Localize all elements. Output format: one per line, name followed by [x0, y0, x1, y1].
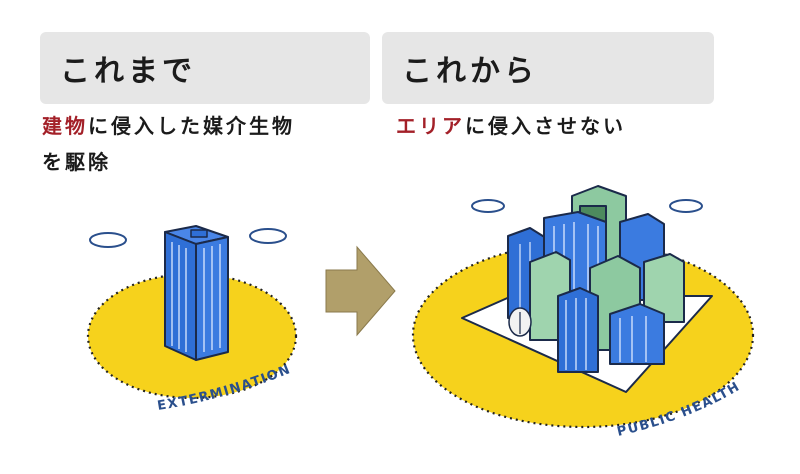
left-desc-highlight: 建物 [42, 114, 88, 138]
cloud-icon [471, 199, 505, 213]
cloud-icon [89, 232, 127, 248]
left-desc-rest: に侵入した媒介生物 [88, 114, 295, 138]
arrow-right-icon [325, 245, 396, 337]
right-description: エリアに侵入させない [396, 108, 626, 144]
cloud-icon [669, 199, 703, 213]
left-header: これまで [40, 32, 370, 104]
left-desc-line1: 建物に侵入した媒介生物 [42, 108, 295, 144]
tree-icon [508, 307, 532, 337]
cloud-icon [249, 228, 287, 244]
building-icon [164, 225, 229, 361]
left-title: これまで [60, 54, 196, 89]
right-header: これから [382, 32, 714, 104]
city-icon [461, 185, 713, 393]
right-desc-highlight: エリア [396, 114, 465, 138]
right-desc-rest: に侵入させない [465, 114, 626, 138]
right-title: これから [402, 54, 538, 89]
left-description: 建物に侵入した媒介生物 を駆除 [42, 108, 295, 180]
left-desc-line2: を駆除 [42, 150, 111, 174]
